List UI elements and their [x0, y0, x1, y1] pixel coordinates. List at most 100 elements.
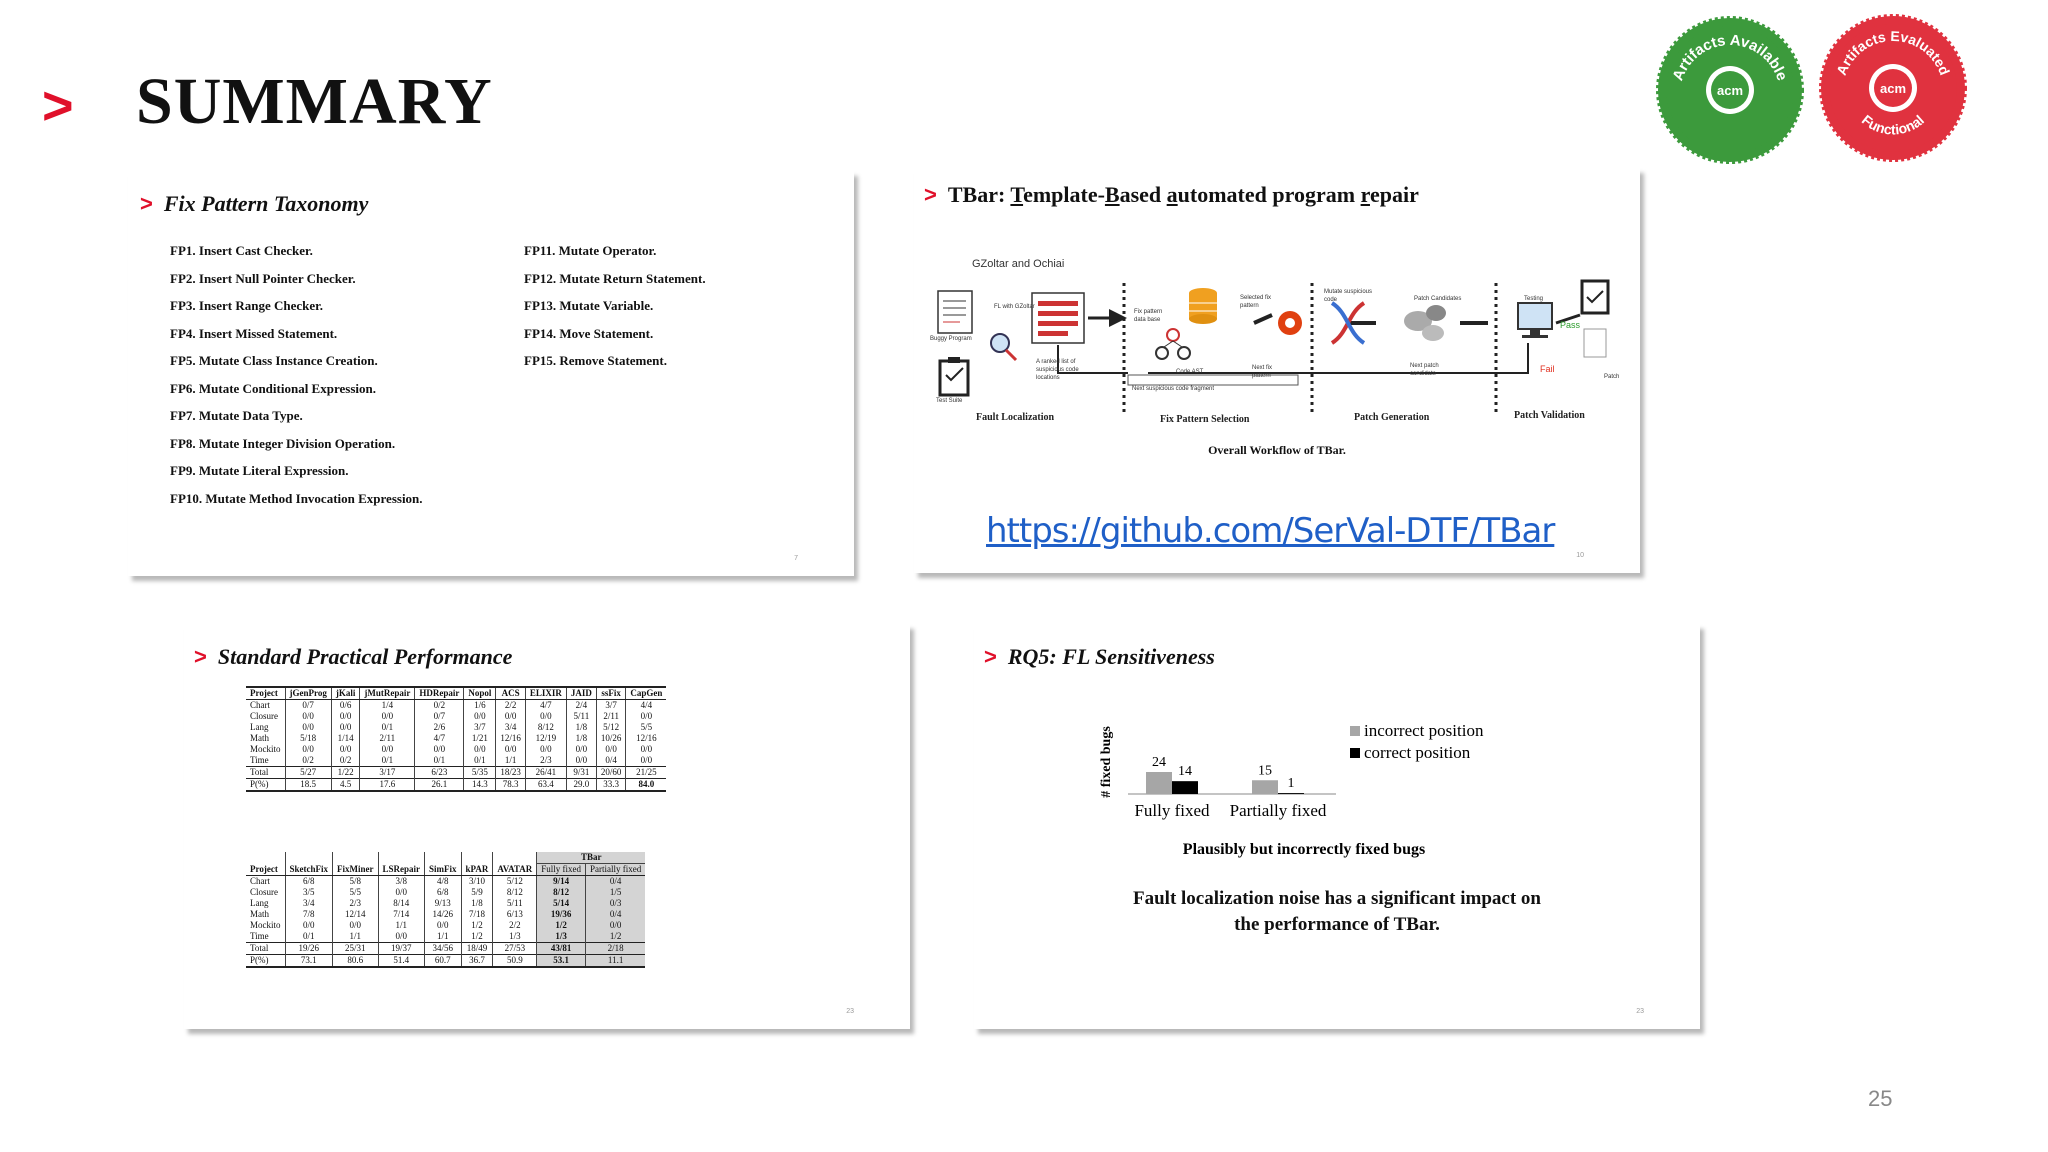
table-cell: Math [250, 909, 269, 919]
table-cell: 0/0 [332, 920, 379, 931]
table-cell: 6/23 [414, 766, 464, 779]
tbar-github-link[interactable]: https://github.com/SerVal-DTF/TBar [986, 511, 1555, 551]
table-cell: SketchFix [284, 863, 333, 876]
table-cell [460, 852, 493, 864]
table-cell: 1/4 [359, 699, 415, 711]
table-cell: Nopol [463, 688, 496, 700]
testing-computer-icon [1517, 302, 1553, 338]
stage-patch-validation: Patch Validation [1514, 410, 1585, 421]
x-axis-label: Plausibly but incorrectly fixed bugs [1183, 841, 1425, 858]
table-cell: 0/0 [359, 711, 415, 722]
table-cell: 19/36 [536, 909, 586, 920]
table-cell: 0/0 [330, 744, 360, 755]
table-cell: 33.3 [595, 778, 626, 792]
flow-arrow [1555, 313, 1581, 325]
label-testing: Testing [1524, 296, 1544, 302]
table-cell: 0/4 [585, 875, 646, 887]
table-cell: 12/16 [495, 733, 526, 744]
table-cell: jGenProg [284, 688, 332, 700]
table-cell: 78.3 [495, 778, 526, 792]
table-cell: HDRepair [414, 688, 464, 700]
label-buggy: Buggy Program [930, 336, 972, 342]
table-cell: 0/0 [495, 711, 526, 722]
panel2-page-number: 10 [1576, 552, 1584, 559]
data-label: 24 [1152, 755, 1166, 770]
table-cell: 9/14 [536, 875, 586, 887]
workflow-diagram [937, 279, 1610, 413]
table-cell: Time [250, 931, 269, 941]
table-cell: 53.1 [536, 954, 586, 968]
table-cell: 63.4 [524, 778, 567, 792]
table-cell: 1/14 [330, 733, 360, 744]
table-cell: 14.3 [463, 778, 496, 792]
table-cell: 18/49 [460, 942, 493, 955]
table-cell [246, 852, 285, 864]
table-cell: 0/0 [524, 744, 567, 755]
table-cell: Closure [250, 711, 278, 721]
table-cell: Chart [250, 876, 270, 886]
label-fl: FL with GZoltar [994, 304, 1035, 310]
label-mutate: Mutate suspicious code [1324, 289, 1373, 303]
table-cell: Total [246, 942, 285, 955]
table-cell: 0/0 [595, 744, 626, 755]
table-cell: 8/12 [524, 722, 567, 733]
table-cell: 0/0 [284, 711, 332, 722]
table-cell: 5/12 [492, 875, 537, 887]
table-cell: AVATAR [492, 863, 537, 876]
table-cell: 21/25 [625, 766, 667, 779]
table-cell: 4.5 [330, 778, 360, 792]
panel4-title: > RQ5: FL Sensitiveness [984, 644, 1215, 670]
table-cell [284, 852, 333, 864]
legend-label: correct position [1364, 743, 1471, 762]
label-tests: Test Suite [936, 398, 963, 404]
panel1-chevron: > [140, 191, 153, 216]
table-cell: ELIXIR [524, 688, 567, 700]
table-cell: 0/0 [330, 722, 360, 733]
table-cell: 1/1 [332, 931, 379, 943]
table-cell: 1/2 [460, 931, 493, 943]
table-cell: 5/5 [332, 887, 379, 898]
table-cell: SimFix [424, 863, 462, 876]
table-cell: 0/0 [463, 744, 496, 755]
table-cell: 17.6 [359, 778, 415, 792]
table-cell: 50.9 [492, 954, 537, 968]
panel1-page-number: 7 [794, 555, 798, 562]
label-ranked: A ranked list of suspicious code locatio… [1036, 359, 1079, 381]
table-cell: 2/11 [595, 711, 626, 722]
table-cell: 0/2 [414, 699, 464, 711]
practical-performance-panel: > Standard Practical Performance Project… [184, 624, 910, 1029]
badge-seal-edge [1656, 16, 1804, 164]
panel4-conclusion: Fault localization noise has a significa… [974, 886, 1700, 938]
table-cell: 0/0 [284, 920, 333, 931]
title-part: ased [1119, 182, 1167, 207]
table-cell: 2/11 [359, 733, 415, 744]
title-part: TBar: [947, 182, 1011, 207]
fix-pattern-item: FP13. Mutate Variable. [524, 298, 654, 313]
gear-icon [1278, 311, 1302, 335]
patch-candidates-icon [1404, 305, 1446, 341]
table-cell: 3/4 [495, 722, 526, 733]
table-cell: 3/10 [460, 875, 493, 887]
table-cell: 3/7 [595, 699, 626, 711]
artifacts-available-badge: Artifacts Available acm [1656, 16, 1804, 164]
table-cell: 0/1 [359, 755, 415, 767]
table-cell: 43/81 [536, 942, 586, 955]
data-label: 14 [1178, 764, 1192, 779]
panel4-title-text: RQ5: FL Sensitiveness [1007, 644, 1215, 669]
table-cell [492, 852, 537, 864]
table-cell: Mockito [250, 744, 281, 754]
table-cell: 12/16 [625, 733, 667, 744]
table-cell: 1/2 [536, 920, 586, 931]
fix-pattern-item: FP10. Mutate Method Invocation Expressio… [170, 490, 423, 506]
panel4-page-number: 23 [1636, 1008, 1644, 1015]
title-part: utomated program [1177, 182, 1361, 207]
label-select: Selected fix pattern [1240, 295, 1272, 309]
category-label: Fully fixed [1134, 801, 1210, 820]
table-cell: 0/0 [377, 931, 425, 943]
table-cell: 2/4 [565, 699, 597, 711]
